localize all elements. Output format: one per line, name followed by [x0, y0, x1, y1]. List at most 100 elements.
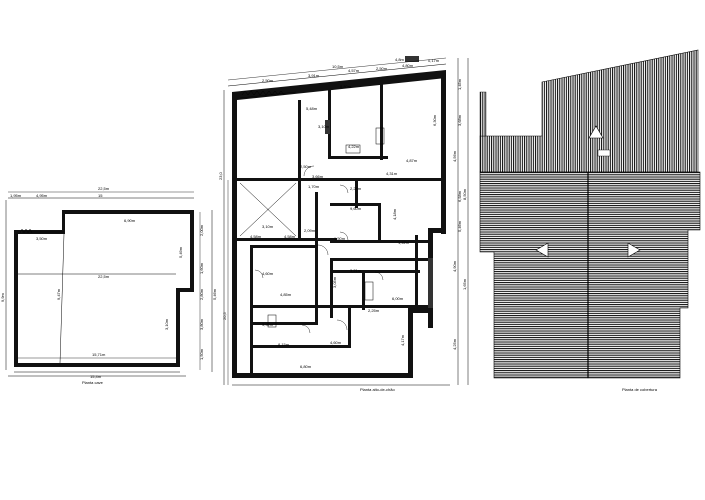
interior-wall — [253, 305, 428, 308]
ground-wall-right-upper — [441, 74, 446, 234]
interior-wall — [330, 258, 428, 261]
dim-right: 4,90m — [452, 260, 457, 272]
roof-right-hatch — [587, 171, 701, 379]
arrow-right-icon — [627, 242, 641, 258]
dim-top-chain-2: 4,8m — [395, 57, 405, 62]
interior-wall — [330, 240, 428, 243]
dim-right: 5,46m — [457, 220, 462, 232]
ground-wall-left — [232, 92, 237, 378]
dim-bottom-total: 15,4m — [90, 374, 102, 379]
caption-right: Planta de cobertura — [622, 387, 658, 392]
interior-wall — [348, 308, 351, 348]
roof-vent — [597, 149, 611, 157]
dim-right-chain-6: 5,46m — [212, 288, 217, 300]
top-dimension-line — [227, 57, 447, 81]
room-dim: 1,50m — [334, 236, 346, 241]
dim-top-chain-1: 10,5m — [332, 64, 344, 69]
interior-wall — [362, 270, 365, 310]
dim-top-1: 2,50m — [262, 78, 274, 83]
ground-wall-step — [428, 228, 446, 233]
interior-wall — [330, 258, 333, 318]
dim-room-width: 6,90m — [124, 218, 136, 223]
room-dim: 8,15m — [278, 342, 290, 347]
interior-wall — [330, 270, 420, 273]
room-dim: 2,50m — [300, 164, 312, 169]
dim-left-2: 20,5 — [222, 311, 227, 320]
basement-dim-line — [59, 233, 65, 364]
interior-wall — [298, 100, 301, 240]
stair-diagonal — [239, 182, 297, 237]
fixture — [375, 127, 385, 145]
dim-right: 3,68m — [457, 114, 462, 126]
arrow-left-icon — [535, 242, 549, 258]
interior-wall — [253, 322, 318, 325]
dim-right-1: 5,49m — [178, 246, 183, 258]
dim-top-6: 0,17m — [428, 58, 440, 63]
dim-center-vertical: 9,47m — [56, 288, 61, 300]
dim-right-chain-1: 2,00m — [199, 224, 204, 236]
room-dim: 4,87m — [406, 158, 418, 163]
room-dim: 6,00m — [392, 296, 404, 301]
room-dim: 4,60m — [262, 271, 274, 276]
door-arc — [303, 165, 315, 177]
room-dim: 9,60m — [350, 206, 362, 211]
door-arc — [374, 271, 384, 281]
fixture — [267, 314, 277, 328]
room-dim: 8,80m — [340, 84, 352, 89]
top-dimension-line — [227, 63, 447, 87]
dim-top-seg-3: 15 — [98, 193, 103, 198]
room-dim: 3,66m — [312, 174, 324, 179]
interior-wall — [328, 156, 388, 159]
dim-left-label: 3,50m — [36, 236, 48, 241]
roof-left-hatch — [479, 171, 589, 379]
roof-side-block — [479, 91, 487, 137]
basement-plan: 22,5m 1,95m 4,95m 15 6,90m 3,50m 22,5m 9… — [0, 186, 217, 385]
room-dim: 4,17m — [400, 334, 405, 346]
room-dim: 3,92m — [262, 322, 274, 327]
caption-middle: Planta alto-de-chão — [360, 387, 395, 392]
dim-top-seg-2: 4,95m — [36, 193, 48, 198]
dim-right: 4,25m — [452, 338, 457, 350]
dim-left-total: 9,9m — [0, 292, 5, 302]
dim-right-chain-2: 1,60m — [199, 262, 204, 274]
interior-wall — [330, 203, 380, 206]
door-arc — [317, 244, 329, 256]
room-dim: 4,31m — [386, 171, 398, 176]
room-dim: 5,48m — [306, 106, 318, 111]
room-dim: 1,70m — [308, 184, 320, 189]
arrow-up-icon — [588, 125, 604, 139]
dim-right: 1,45m — [457, 78, 462, 90]
interior-wall — [253, 345, 348, 348]
dim-top-5: 4,80m — [402, 63, 414, 68]
dim-right: 8,50m — [462, 188, 467, 200]
fixture — [405, 56, 419, 62]
dim-top-total: 22,5m — [98, 186, 110, 191]
dim-right: 1,65m — [462, 278, 467, 290]
roof-plan: Planta de cobertura — [479, 49, 701, 392]
room-dim: 3,10m — [262, 224, 274, 229]
dim-top-2: 3,91m — [308, 73, 320, 78]
dim-right-chain-3: 2,80m — [199, 288, 204, 300]
room-dim: 4,60m — [330, 340, 342, 345]
door-arc — [339, 184, 349, 194]
fixture — [325, 120, 330, 134]
room-dim: 4,85m — [280, 292, 292, 297]
door-arc — [254, 269, 264, 279]
dim-top-seg-1: 1,95m — [10, 193, 22, 198]
roof-top-hatch — [479, 49, 699, 173]
interior-wall — [415, 235, 418, 305]
dim-top-4: 2,50m — [376, 66, 388, 71]
room-dim: 4,58m — [250, 234, 262, 239]
fixture — [345, 144, 361, 154]
room-dim: 3,21m — [350, 268, 362, 273]
room-dim: 4,58m — [284, 234, 296, 239]
interior-wall — [237, 238, 337, 241]
dim-right: 4,56m — [452, 150, 457, 162]
room-dim: 6,30m — [432, 114, 437, 126]
fixture — [428, 258, 433, 308]
dim-right-chain-4: 3,80m — [199, 318, 204, 330]
door-arc — [336, 319, 348, 331]
ground-wall-bottom — [232, 373, 412, 378]
room-dim: 6,80m — [300, 364, 312, 369]
